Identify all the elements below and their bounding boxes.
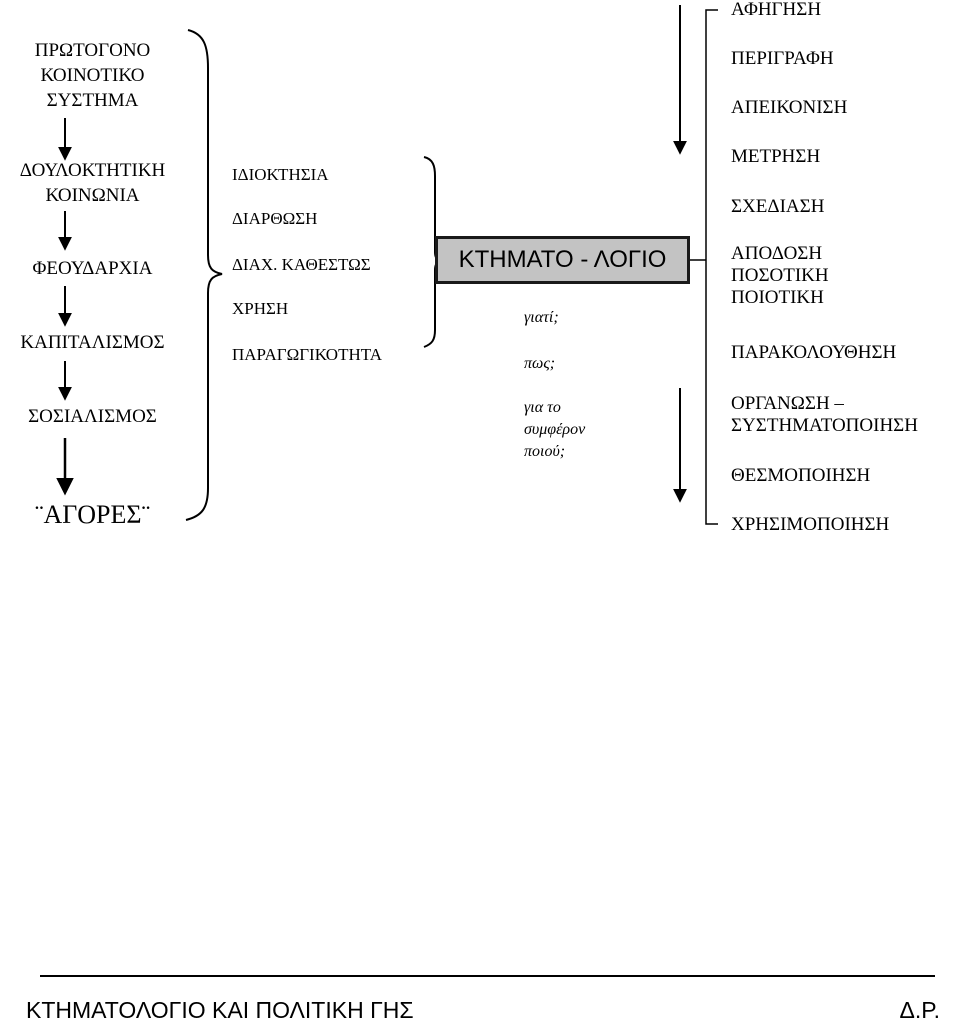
question-how: πως; (524, 355, 556, 372)
function-organization: ΟΡΓΑΝΩΣΗ – ΣΥΣΤΗΜΑΤΟΠΟΙΗΣΗ (731, 393, 918, 436)
stage-feudalism: ΦΕΟΥΔΑΡΧΙΑ (32, 258, 153, 279)
function-institutionalization: ΘΕΣΜΟΠΟΙΗΣΗ (731, 465, 871, 486)
footer-initials: Δ.Ρ. (899, 997, 940, 1023)
stage-slave-society: ΔΟΥΛΟΚΤΗΤΙΚΗ ΚΟΙΝΩΝΙΑ (19, 160, 166, 206)
function-monitoring: ΠΑΡΑΚΟΛΟΥΘΗΣΗ (731, 342, 897, 363)
aspect-productivity: ΠΑΡΑΓΩΓΙΚΟΤΗΤΑ (232, 345, 383, 364)
stage-primitive-communal: ΠΡΩΤΟΓΟΝΟ ΚΟΙΝΟΤΙΚΟ ΣΥΣΤΗΜΑ (34, 40, 151, 111)
function-description: ΠΕΡΙΓΡΑΦΗ (731, 48, 834, 69)
function-depiction: ΑΠΕΙΚΟΝΙΣΗ (731, 97, 848, 118)
stage-socialism: ΣΟΣΙΑΛΙΣΜΟΣ (28, 406, 157, 427)
function-rendering: ΑΠΟΔΟΣΗ ΠΟΣΟΤΙΚΗ ΠΟΙΟΤΙΚΗ (731, 243, 829, 308)
aspect-distribution: ΔΙΑΡΘΩΣΗ (232, 209, 318, 228)
cadastre-box: ΚΤΗΜΑΤΟ - ΛΟΓΙΟ (435, 236, 690, 284)
aspect-ownership: ΙΔΙΟΚΤΗΣΙΑ (232, 165, 329, 184)
stage-markets: ¨ΑΓΟΡΕΣ¨ (34, 500, 151, 529)
aspect-use: ΧΡΗΣΗ (232, 299, 289, 318)
footer-title: ΚΤΗΜΑΤΟΛΟΓΙΟ ΚΑΙ ΠΟΛΙΤΙΚΗ ΓΗΣ (26, 997, 414, 1023)
question-why: γιατί; (524, 309, 559, 326)
stages-brace (185, 29, 223, 521)
function-measurement: ΜΕΤΡΗΣΗ (731, 146, 821, 167)
function-utilization: ΧΡΗΣΙΜΟΠΟΙΗΣΗ (731, 514, 890, 535)
functions-bracket (690, 9, 718, 525)
function-drawing: ΣΧΕΔΙΑΣΗ (731, 196, 825, 217)
function-narration: ΑΦΗΓΗΣΗ (731, 0, 822, 20)
question-whose-interest: για το συμφέρον ποιού; (524, 399, 586, 460)
stage-capitalism: ΚΑΠΙΤΑΛΙΣΜΟΣ (20, 332, 165, 353)
aspect-management-regime: ΔΙΑΧ. ΚΑΘΕΣΤΩΣ (232, 255, 371, 274)
